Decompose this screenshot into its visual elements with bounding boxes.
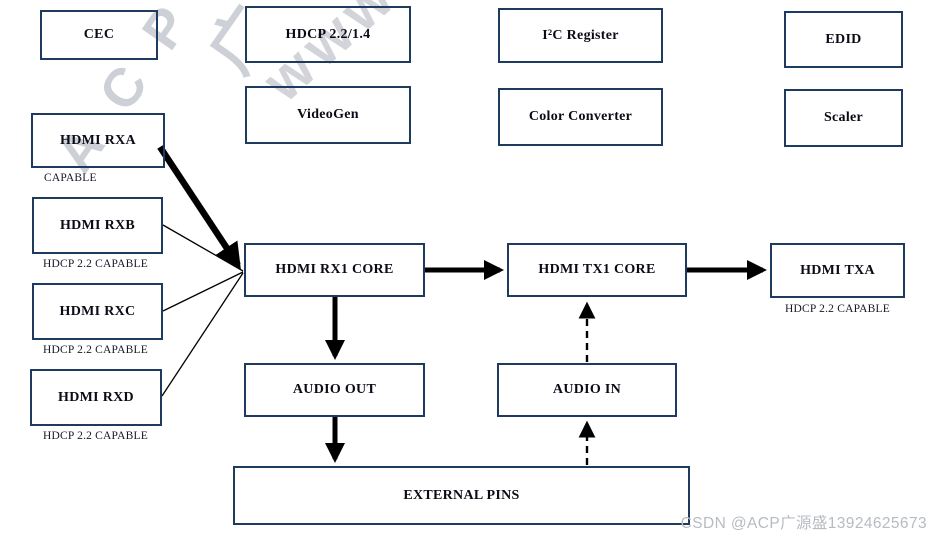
arrow-rxa-to-rx1core (157, 145, 241, 270)
box-edid: EDID (784, 11, 903, 68)
label-rxb-hdcp-capable: HDCP 2.2 CAPABLE (43, 258, 148, 270)
box-hdmi-rxc: HDMI RXC (32, 283, 163, 340)
line-rxc-to-rx1core (162, 271, 244, 312)
box-hdmi-rxa: HDMI RXA (31, 113, 165, 168)
line-rxd-to-rx1core (161, 272, 244, 397)
box-audio-out: AUDIO OUT (244, 363, 425, 417)
box-scaler: Scaler (784, 89, 903, 147)
box-hdmi-rxd: HDMI RXD (30, 369, 162, 426)
box-external-pins: EXTERNAL PINS (233, 466, 690, 525)
csdn-credit-watermark: CSDN @ACP广源盛13924625673 (680, 515, 927, 532)
label-rxd-hdcp-capable: HDCP 2.2 CAPABLE (43, 430, 148, 442)
box-color-converter: Color Converter (498, 88, 663, 146)
label-txa-hdcp-capable: HDCP 2.2 CAPABLE (785, 303, 890, 315)
box-hdmi-rx1-core: HDMI RX1 CORE (244, 243, 425, 297)
line-rxb-to-rx1core (162, 224, 244, 272)
label-rxc-hdcp-capable: HDCP 2.2 CAPABLE (43, 344, 148, 356)
box-hdmi-rxb: HDMI RXB (32, 197, 163, 254)
box-hdmi-txa: HDMI TXA (770, 243, 905, 298)
box-hdcp: HDCP 2.2/1.4 (245, 6, 411, 63)
box-audio-in: AUDIO IN (497, 363, 677, 417)
box-videogen: VideoGen (245, 86, 411, 144)
box-cec: CEC (40, 10, 158, 60)
box-i2c-register: I²C Register (498, 8, 663, 63)
box-hdmi-tx1-core: HDMI TX1 CORE (507, 243, 687, 297)
label-rxa-capable: CAPABLE (44, 172, 97, 184)
